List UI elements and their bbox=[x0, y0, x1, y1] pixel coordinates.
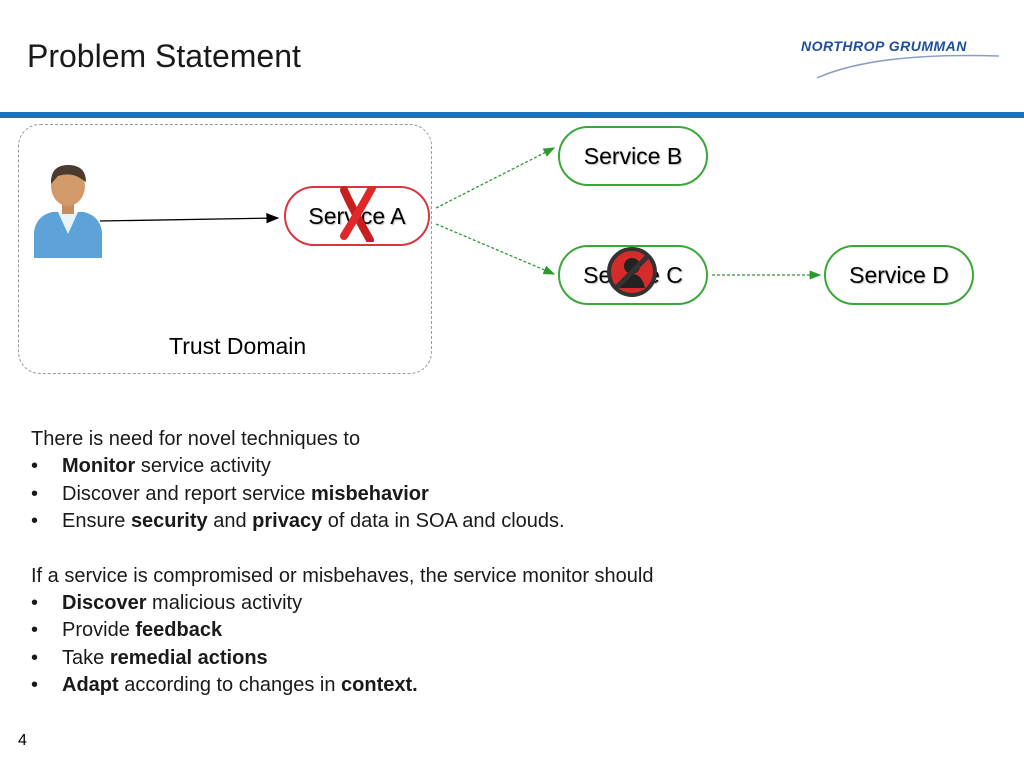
service-a-to-c-arrow bbox=[435, 223, 556, 275]
section2-intro: If a service is compromised or misbehave… bbox=[31, 564, 654, 587]
northrop-grumman-logo: NORTHROP GRUMMAN bbox=[795, 34, 1005, 84]
service-b-node: Service B bbox=[558, 126, 708, 186]
service-a-to-b-arrow bbox=[435, 147, 556, 209]
service-b-label: Service B bbox=[583, 142, 683, 169]
body-text: There is need for novel techniques to Mo… bbox=[31, 426, 653, 700]
section1-bullet-1: Monitor service activity bbox=[31, 453, 653, 481]
connectors bbox=[99, 147, 822, 280]
logo-swoosh-icon bbox=[816, 54, 1000, 79]
service-d-node: Service D bbox=[824, 245, 974, 305]
service-d-label: Service D bbox=[849, 261, 949, 288]
logo-text: NORTHROP GRUMMAN bbox=[801, 38, 967, 54]
section2-bullet-4: Adapt according to changes in context. bbox=[31, 672, 653, 700]
section2-bullet-2: Provide feedback bbox=[31, 617, 653, 645]
page-number: 4 bbox=[18, 732, 27, 749]
user-to-service-a-arrow bbox=[99, 212, 280, 224]
section1-bullet-2: Discover and report service misbehavior bbox=[31, 481, 653, 509]
user-icon bbox=[34, 164, 102, 258]
section2-bullet-3: Take remedial actions bbox=[31, 645, 653, 673]
red-x-icon bbox=[340, 186, 376, 242]
page-title: Problem Statement bbox=[27, 38, 301, 74]
section1-bullet-3: Ensure security and privacy of data in S… bbox=[31, 508, 653, 536]
section2-bullet-1: Discover malicious activity bbox=[31, 590, 653, 618]
section-gap bbox=[31, 536, 653, 563]
section1-intro: There is need for novel techniques to bbox=[31, 428, 361, 450]
service-diagram: Trust Domain Service A Service B Service… bbox=[0, 120, 1024, 390]
trust-domain-box: Trust Domain bbox=[18, 124, 432, 374]
header-rule bbox=[0, 112, 1024, 118]
prohibited-icon bbox=[607, 247, 657, 297]
trust-domain-label: Trust Domain bbox=[169, 333, 307, 359]
